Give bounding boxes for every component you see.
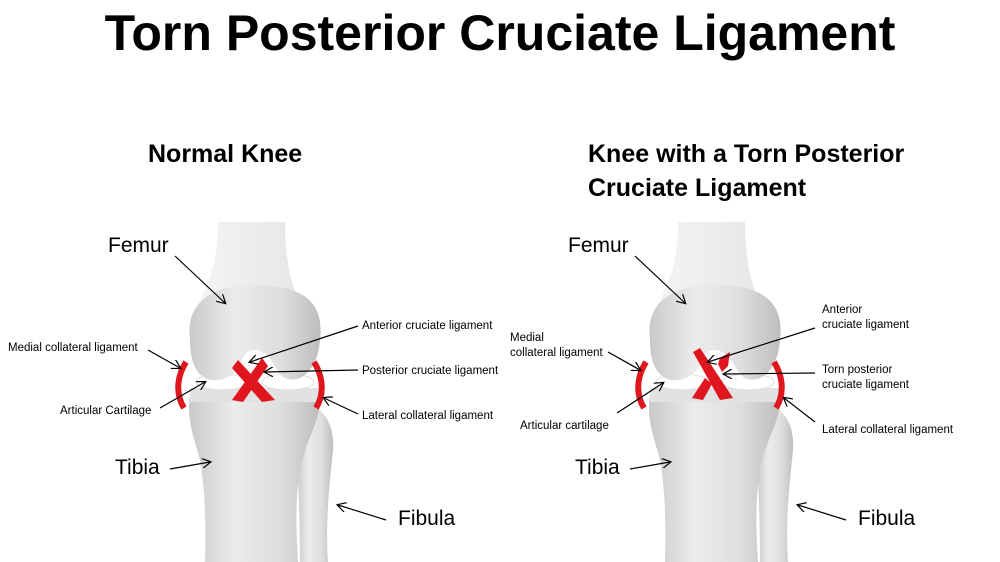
arrow-femur (174, 255, 225, 303)
arrow-mcl (147, 349, 180, 368)
torn-label-femur: Femur (568, 234, 629, 257)
label-femur: Femur (108, 234, 169, 257)
torn-label-cartilage: Articular cartilage (520, 420, 609, 432)
torn-label-acl-line2: cruciate ligament (822, 319, 910, 331)
label-lcl: Lateral collateral ligament (362, 410, 494, 422)
arrow-cartilage (159, 382, 205, 409)
torn-arrow-cartilage (616, 383, 663, 414)
torn-label-tibia: Tibia (575, 456, 620, 479)
torn-arrow-tibia (629, 462, 670, 470)
torn-arrow-fibula (798, 505, 847, 521)
torn-label-pcl-line2: cruciate ligament (822, 379, 910, 391)
label-tibia: Tibia (115, 456, 160, 479)
torn-arrow-mcl (607, 351, 640, 370)
torn-knee-heading-line1: Knee with a Torn Posterior (588, 140, 905, 168)
normal-knee-panel: Normal Knee Femur Medial collateral liga… (8, 140, 499, 562)
label-cartilage: Articular Cartilage (60, 405, 151, 417)
arrow-acl (250, 325, 359, 362)
label-pcl: Posterior cruciate ligament (362, 365, 499, 377)
torn-cruciate-ligaments (692, 348, 733, 400)
torn-arrow-femur (634, 255, 685, 303)
normal-knee-heading: Normal Knee (148, 140, 302, 168)
intact-cruciate-ligaments (232, 358, 275, 402)
torn-label-fibula: Fibula (858, 507, 916, 530)
torn-label-acl-line1: Anterior (822, 304, 862, 316)
torn-label-pcl-line1: Torn posterior (822, 364, 892, 376)
arrow-fibula (338, 505, 387, 521)
torn-label-lcl: Lateral collateral ligament (822, 424, 954, 436)
torn-label-mcl-line2: collateral ligament (510, 347, 603, 359)
torn-arrow-lcl (784, 398, 816, 423)
torn-arrow-acl (708, 327, 816, 362)
arrow-lcl (324, 398, 359, 415)
torn-knee-heading-line2: Cruciate Ligament (588, 174, 807, 202)
label-mcl: Medial collateral ligament (8, 342, 139, 354)
torn-arrow-pcl (724, 373, 816, 374)
arrow-tibia (169, 462, 210, 470)
arrow-pcl (265, 370, 359, 372)
label-acl: Anterior cruciate ligament (362, 320, 493, 332)
torn-knee-panel: Knee with a Torn Posterior Cruciate Liga… (510, 140, 954, 562)
page-title: Torn Posterior Cruciate Ligament (105, 5, 896, 61)
torn-label-mcl-line1: Medial (510, 332, 544, 344)
label-fibula: Fibula (398, 507, 456, 530)
